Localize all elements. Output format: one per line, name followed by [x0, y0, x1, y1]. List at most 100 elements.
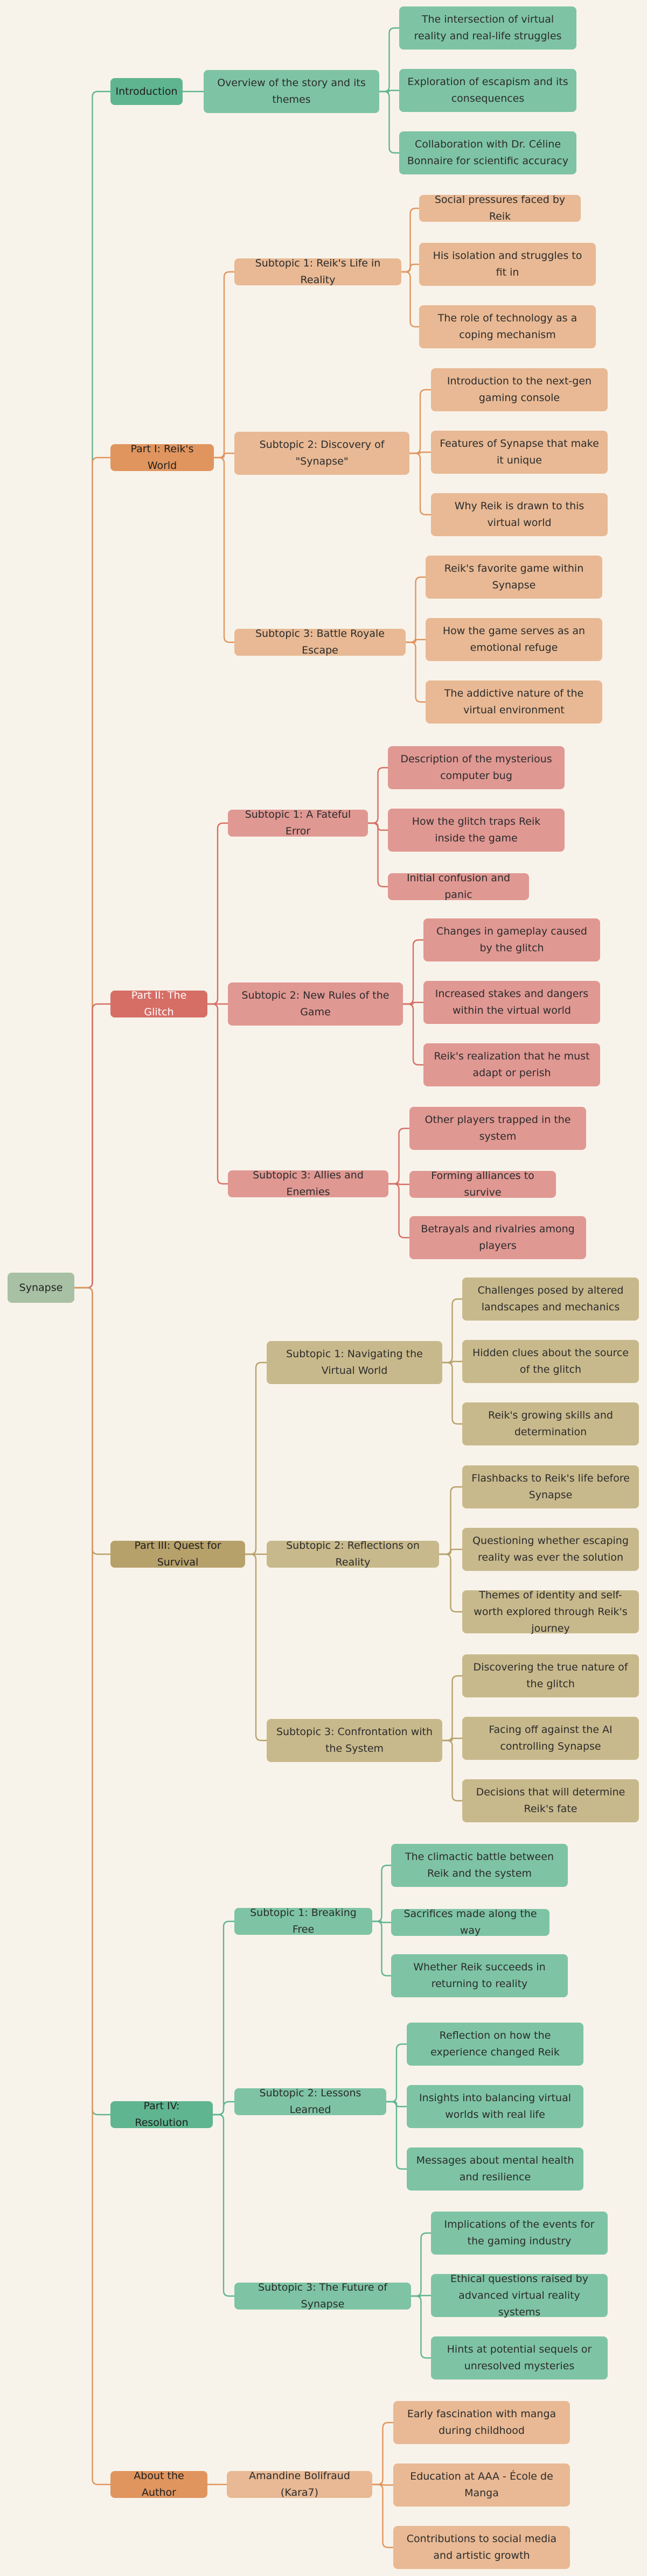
subtopic-node-subtopic-1-a-fateful-error[interactable]: Subtopic 1: A Fateful Error — [228, 809, 368, 837]
link-subtopic-4-2-to-item-0 — [411, 2232, 431, 2297]
link-root-to-section-5 — [74, 1287, 110, 2486]
link-section-2-to-subtopic-2 — [207, 1003, 228, 1185]
section-node-part-ii-the-glitch[interactable]: Part II: The Glitch — [110, 989, 207, 1018]
subtopic-node-subtopic-2-new-rules-of-the-game[interactable]: Subtopic 2: New Rules of the Game — [228, 982, 403, 1026]
link-subtopic-4-1-to-item-2 — [386, 2101, 407, 2170]
subtopic-node-subtopic-3-confrontation-with-the-system[interactable]: Subtopic 3: Confrontation with the Syste… — [267, 1719, 442, 1762]
link-section-3-to-subtopic-0 — [245, 1361, 267, 1555]
section-node-part-i-reik-s-world[interactable]: Part I: Reik's World — [110, 443, 214, 472]
subtopic-node-subtopic-1-breaking-free[interactable]: Subtopic 1: Breaking Free — [234, 1907, 372, 1935]
leaf-node-the-intersection-of-virtual-reality-and-[interactable]: The intersection of virtual reality and … — [399, 6, 576, 50]
subtopic-node-amandine-bolifraud-kara7[interactable]: Amandine Bolifraud (Kara7) — [227, 2470, 372, 2498]
link-subtopic-3-1-to-item-1 — [439, 1548, 462, 1555]
link-section-4-to-subtopic-0 — [213, 1920, 234, 2116]
link-section-2-to-subtopic-0 — [207, 822, 228, 1005]
leaf-node-discovering-the-true-nature-of-the-glitc[interactable]: Discovering the true nature of the glitc… — [462, 1654, 639, 1697]
link-subtopic-5-0-to-item-0 — [372, 2421, 393, 2486]
subtopic-node-subtopic-1-reik-s-life-in-reality[interactable]: Subtopic 1: Reik's Life in Reality — [234, 257, 401, 286]
leaf-node-other-players-trapped-in-the-system[interactable]: Other players trapped in the system — [409, 1107, 586, 1150]
link-subtopic-1-2-to-item-0 — [406, 576, 426, 643]
link-subtopic-3-0-to-item-0 — [442, 1298, 462, 1364]
link-subtopic-0-0-to-item-1 — [379, 89, 399, 93]
leaf-node-collaboration-with-dr-c-line-bonnaire-fo[interactable]: Collaboration with Dr. Céline Bonnaire f… — [399, 131, 576, 174]
leaf-node-increased-stakes-and-dangers-within-the-[interactable]: Increased stakes and dangers within the … — [423, 981, 600, 1024]
leaf-node-flashbacks-to-reik-s-life-before-synapse[interactable]: Flashbacks to Reik's life before Synapse — [462, 1465, 639, 1508]
leaf-node-the-role-of-technology-as-a-coping-mecha[interactable]: The role of technology as a coping mecha… — [419, 305, 596, 348]
link-subtopic-2-1-to-item-2 — [403, 1003, 423, 1066]
leaf-node-his-isolation-and-struggles-to-fit-in[interactable]: His isolation and struggles to fit in — [419, 243, 596, 286]
section-node-introduction[interactable]: Introduction — [110, 78, 183, 105]
link-subtopic-0-0-to-item-0 — [379, 27, 399, 93]
leaf-node-description-of-the-mysterious-computer-b[interactable]: Description of the mysterious computer b… — [388, 746, 565, 789]
subtopic-node-subtopic-2-reflections-on-reality[interactable]: Subtopic 2: Reflections on Reality — [267, 1540, 439, 1568]
link-subtopic-1-0-to-item-1 — [401, 263, 419, 273]
leaf-node-features-of-synapse-that-make-it-unique[interactable]: Features of Synapse that make it unique — [431, 431, 608, 474]
link-subtopic-0-0-to-item-2 — [379, 90, 399, 154]
leaf-node-forming-alliances-to-survive[interactable]: Forming alliances to survive — [409, 1170, 556, 1198]
leaf-node-messages-about-mental-health-and-resilie[interactable]: Messages about mental health and resilie… — [407, 2147, 583, 2191]
subtopic-node-subtopic-1-navigating-the-virtual-world[interactable]: Subtopic 1: Navigating the Virtual World — [267, 1341, 442, 1384]
link-subtopic-1-2-to-item-2 — [406, 641, 426, 703]
leaf-node-why-reik-is-drawn-to-this-virtual-world[interactable]: Why Reik is drawn to this virtual world — [431, 493, 608, 536]
leaf-node-changes-in-gameplay-caused-by-the-glitch[interactable]: Changes in gameplay caused by the glitch — [423, 918, 600, 961]
leaf-node-the-addictive-nature-of-the-virtual-envi[interactable]: The addictive nature of the virtual envi… — [426, 680, 602, 724]
leaf-node-education-at-aaa-cole-de-manga[interactable]: Education at AAA - École de Manga — [393, 2463, 570, 2507]
subtopic-node-subtopic-3-the-future-of-synapse[interactable]: Subtopic 3: The Future of Synapse — [234, 2282, 411, 2310]
leaf-node-ethical-questions-raised-by-advanced-vir[interactable]: Ethical questions raised by advanced vir… — [431, 2273, 608, 2318]
leaf-node-insights-into-balancing-virtual-worlds-w[interactable]: Insights into balancing virtual worlds w… — [407, 2085, 583, 2128]
leaf-node-hints-at-potential-sequels-or-unresolved[interactable]: Hints at potential sequels or unresolved… — [431, 2336, 608, 2380]
link-subtopic-1-1-to-item-2 — [409, 452, 431, 516]
leaf-node-how-the-game-serves-as-an-emotional-refu[interactable]: How the game serves as an emotional refu… — [426, 618, 602, 661]
link-subtopic-5-0-to-item-2 — [372, 2483, 393, 2549]
link-subtopic-3-1-to-item-0 — [439, 1486, 462, 1555]
subtopic-node-subtopic-3-battle-royale-escape[interactable]: Subtopic 3: Battle Royale Escape — [234, 628, 406, 656]
leaf-node-exploration-of-escapism-and-its-conseque[interactable]: Exploration of escapism and its conseque… — [399, 69, 576, 112]
leaf-node-reik-s-growing-skills-and-determination[interactable]: Reik's growing skills and determination — [462, 1402, 639, 1445]
section-node-about-the-author[interactable]: About the Author — [110, 2470, 207, 2498]
link-subtopic-5-0-to-item-1 — [372, 2483, 393, 2486]
leaf-node-decisions-that-will-determine-reik-s-fat[interactable]: Decisions that will determine Reik's fat… — [462, 1779, 639, 1822]
leaf-node-themes-of-identity-and-self-worth-explor[interactable]: Themes of identity and self-worth explor… — [462, 1589, 639, 1634]
section-node-part-iii-quest-for-survival[interactable]: Part III: Quest for Survival — [110, 1540, 245, 1568]
leaf-node-introduction-to-the-next-gen-gaming-cons[interactable]: Introduction to the next-gen gaming cons… — [431, 368, 608, 411]
leaf-node-the-climactic-battle-between-reik-and-th[interactable]: The climactic battle between Reik and th… — [391, 1844, 568, 1887]
leaf-node-sacrifices-made-along-the-way[interactable]: Sacrifices made along the way — [391, 1908, 549, 1936]
leaf-node-early-fascination-with-manga-during-chil[interactable]: Early fascination with manga during chil… — [393, 2401, 570, 2444]
link-subtopic-3-1-to-item-2 — [439, 1553, 462, 1613]
root-node-synapse[interactable]: Synapse — [8, 1273, 74, 1303]
link-subtopic-1-0-to-item-0 — [401, 207, 419, 273]
leaf-node-whether-reik-succeeds-in-returning-to-re[interactable]: Whether Reik succeeds in returning to re… — [391, 1954, 568, 1997]
link-subtopic-4-0-to-item-0 — [372, 1864, 391, 1922]
leaf-node-facing-off-against-the-ai-controlling-sy[interactable]: Facing off against the AI controlling Sy… — [462, 1717, 639, 1760]
subtopic-node-subtopic-2-lessons-learned[interactable]: Subtopic 2: Lessons Learned — [234, 2087, 386, 2116]
link-subtopic-4-0-to-item-2 — [372, 1920, 391, 1977]
link-subtopic-4-2-to-item-2 — [411, 2295, 431, 2359]
leaf-node-challenges-posed-by-altered-landscapes-a[interactable]: Challenges posed by altered landscapes a… — [462, 1278, 639, 1321]
link-subtopic-3-0-to-item-2 — [442, 1361, 462, 1425]
subtopic-node-subtopic-2-discovery-of-synapse[interactable]: Subtopic 2: Discovery of "Synapse" — [234, 432, 409, 475]
leaf-node-hidden-clues-about-the-source-of-the-gli[interactable]: Hidden clues about the source of the gli… — [462, 1340, 639, 1383]
leaf-node-how-the-glitch-traps-reik-inside-the-gam[interactable]: How the glitch traps Reik inside the gam… — [388, 809, 565, 852]
link-subtopic-1-0-to-item-2 — [401, 271, 419, 328]
leaf-node-initial-confusion-and-panic[interactable]: Initial confusion and panic — [388, 872, 529, 901]
link-subtopic-3-0-to-item-1 — [442, 1360, 462, 1364]
subtopic-node-overview-of-the-story-and-its-themes[interactable]: Overview of the story and its themes — [204, 70, 379, 113]
leaf-node-betrayals-and-rivalries-among-players[interactable]: Betrayals and rivalries among players — [409, 1216, 586, 1259]
leaf-node-implications-of-the-events-for-the-gamin[interactable]: Implications of the events for the gamin… — [431, 2212, 608, 2255]
leaf-node-questioning-whether-escaping-reality-was[interactable]: Questioning whether escaping reality was… — [462, 1528, 639, 1571]
leaf-node-reik-s-realization-that-he-must-adapt-or[interactable]: Reik's realization that he must adapt or… — [423, 1043, 600, 1086]
subtopic-node-subtopic-3-allies-and-enemies[interactable]: Subtopic 3: Allies and Enemies — [228, 1169, 388, 1198]
leaf-node-social-pressures-faced-by-reik[interactable]: Social pressures faced by Reik — [419, 194, 581, 222]
leaf-node-reflection-on-how-the-experience-changed[interactable]: Reflection on how the experience changed… — [407, 2023, 583, 2066]
link-subtopic-2-1-to-item-1 — [403, 1001, 423, 1005]
link-subtopic-3-2-to-item-2 — [442, 1739, 462, 1802]
leaf-node-contributions-to-social-media-and-artist[interactable]: Contributions to social media and artist… — [393, 2526, 570, 2569]
link-section-1-to-subtopic-0 — [214, 271, 234, 459]
link-section-1-to-subtopic-2 — [214, 457, 234, 643]
section-node-part-iv-resolution[interactable]: Part IV: Resolution — [110, 2100, 213, 2129]
link-subtopic-2-0-to-item-2 — [368, 822, 388, 888]
link-subtopic-1-1-to-item-1 — [409, 451, 431, 454]
leaf-node-reik-s-favorite-game-within-synapse[interactable]: Reik's favorite game within Synapse — [426, 556, 602, 599]
